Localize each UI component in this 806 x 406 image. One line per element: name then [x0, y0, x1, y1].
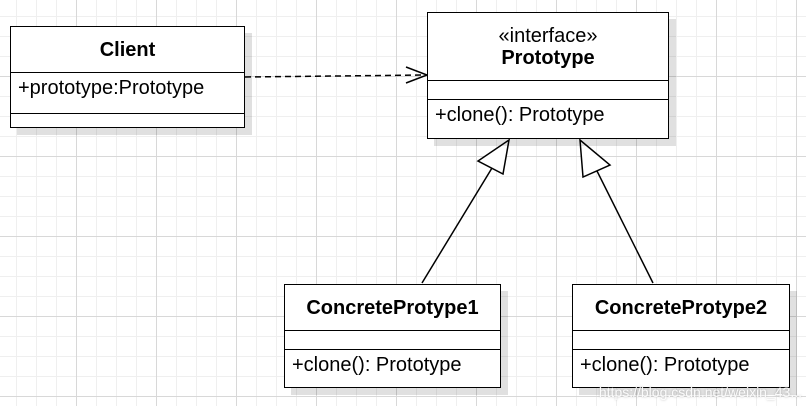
prototype-header: «interface» Prototype	[428, 13, 668, 81]
concrete-protype2-operations: +clone(): Prototype	[573, 350, 789, 386]
concrete-protype2-operation: +clone(): Prototype	[580, 354, 750, 376]
concrete-protype2-attributes	[573, 331, 789, 350]
prototype-operation: +clone(): Prototype	[435, 104, 605, 126]
realization-line-2	[596, 170, 654, 284]
prototype-interface[interactable]: «interface» Prototype +clone(): Prototyp…	[427, 12, 669, 139]
concrete-protype1-class-name: ConcreteProtype1	[306, 296, 479, 319]
client-attributes: +prototype:Prototype	[11, 73, 244, 114]
concrete-protype2-header: ConcreteProtype2	[573, 285, 789, 331]
realization-arrowhead-1	[476, 138, 511, 176]
concrete-protype1-header: ConcreteProtype1	[285, 285, 500, 331]
concrete-protype1-attributes	[285, 331, 500, 350]
dependency-arrowhead	[405, 66, 430, 84]
concrete-protype2-class-name: ConcreteProtype2	[594, 296, 768, 319]
client-class[interactable]: Client +prototype:Prototype	[10, 26, 245, 128]
concrete-protype1-operation: +clone(): Prototype	[292, 354, 462, 376]
prototype-attributes	[428, 81, 668, 100]
client-operations	[11, 114, 244, 126]
realization-arrowhead-2	[579, 138, 612, 179]
dependency-line	[244, 74, 427, 78]
client-attribute: +prototype:Prototype	[18, 77, 205, 99]
client-class-name: Client	[99, 38, 156, 61]
prototype-class-name: Prototype	[501, 46, 595, 69]
client-header: Client	[11, 27, 244, 73]
concrete-protype1-operations: +clone(): Prototype	[285, 350, 500, 386]
prototype-stereotype: «interface»	[498, 24, 598, 47]
concrete-protype2-class[interactable]: ConcreteProtype2 +clone(): Prototype	[572, 284, 790, 388]
realization-line-1	[421, 167, 493, 284]
prototype-operations: +clone(): Prototype	[428, 100, 668, 137]
concrete-protype1-class[interactable]: ConcreteProtype1 +clone(): Prototype	[284, 284, 501, 388]
watermark-text: https://blog.csdn.net/weixin_43...	[598, 384, 802, 400]
